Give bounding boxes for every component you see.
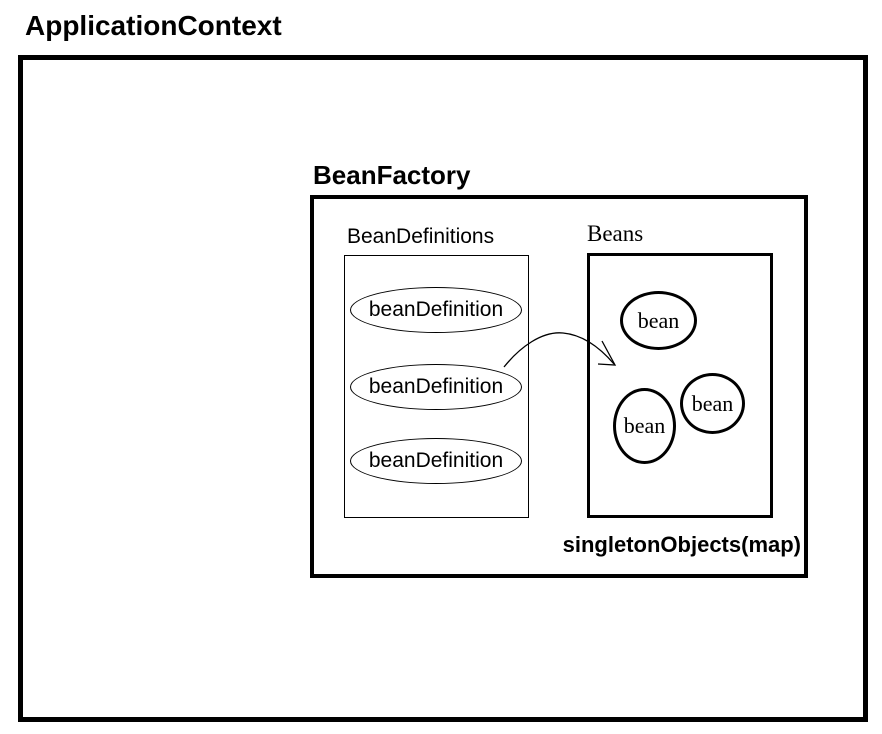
beans-box: bean bean bean — [587, 253, 773, 518]
bean-circle: bean — [613, 388, 676, 464]
bean-factory-box: BeanDefinitions beanDefinition beanDefin… — [310, 195, 808, 578]
bean-factory-title: BeanFactory — [313, 160, 471, 190]
bean-label: bean — [637, 307, 680, 333]
bean-definition-label: beanDefinition — [368, 375, 504, 398]
application-context-title: ApplicationContext — [25, 10, 282, 41]
application-context-box: BeanFactory BeanDefinitions beanDefiniti… — [18, 55, 868, 722]
bean-definition-label: beanDefinition — [368, 298, 504, 321]
bean-definition-ellipse: beanDefinition — [350, 364, 522, 410]
bean-circle: bean — [680, 373, 745, 434]
bean-label: bean — [691, 390, 734, 416]
singleton-objects-caption: singletonObjects(map) — [562, 532, 801, 557]
bean-circle: bean — [620, 291, 697, 350]
bean-definitions-title: BeanDefinitions — [347, 225, 495, 248]
bean-definition-label: beanDefinition — [368, 449, 504, 472]
beans-title: Beans — [587, 221, 644, 246]
bean-definition-ellipse: beanDefinition — [350, 438, 522, 484]
bean-definition-ellipse: beanDefinition — [350, 287, 522, 333]
bean-definitions-box: beanDefinition beanDefinition beanDefini… — [344, 255, 529, 518]
bean-label: bean — [623, 413, 666, 438]
